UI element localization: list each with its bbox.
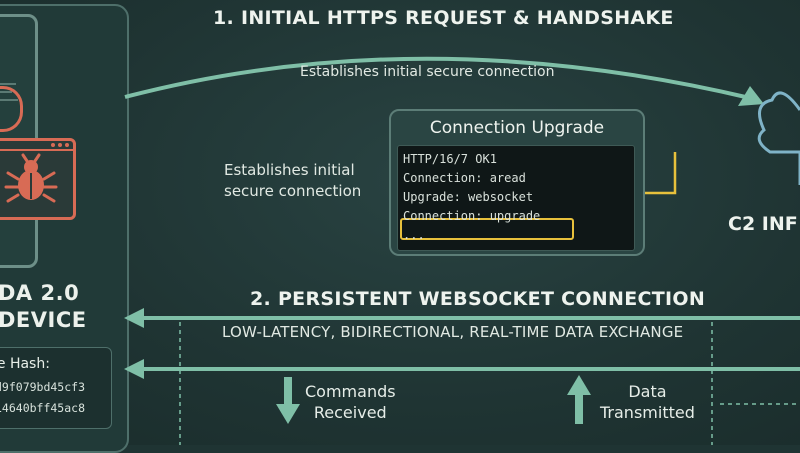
websocket-arrowhead-top (124, 308, 144, 328)
commands-received-line2: Received (313, 403, 387, 422)
malware-window (0, 138, 76, 220)
cloud-icon (757, 91, 800, 185)
c2-infrastructure-label: C2 INF (728, 213, 798, 235)
file-hash-box: le Hash: d9f079bd45cf3 14640bff45ac8 (0, 347, 112, 429)
arrow-down-icon (276, 377, 300, 424)
upgrade-side-caption-line2: secure connection (224, 182, 362, 200)
data-transmitted-line1: Data (628, 382, 667, 401)
step1-caption: Establishes initial secure connection (300, 64, 555, 80)
device-name: DA 2.0 DEVICE (0, 280, 87, 334)
hash-label: le Hash: (0, 356, 50, 372)
commands-received-label: Commands Received (305, 381, 396, 423)
commands-received-line1: Commands (305, 382, 396, 401)
device-name-line1: DA 2.0 (0, 281, 80, 305)
upgrade-side-caption-line1: Establishes initial (224, 161, 355, 179)
terminal-line: Connection: upgrade (403, 209, 541, 223)
connection-upgrade-box: Connection Upgrade HTTP/16/7 OK1 Connect… (389, 109, 645, 256)
data-transmitted-line2: Transmitted (600, 403, 695, 422)
upgrade-side-caption: Establishes initial secure connection (224, 160, 361, 202)
arrow-up-icon (567, 375, 591, 424)
terminal-line: HTTP/16/7 OK1 (403, 152, 497, 166)
bug-icon (4, 153, 58, 203)
terminal-line: ... (403, 228, 425, 242)
hash-value-line1: d9f079bd45cf3 (0, 380, 86, 394)
handshake-arrowhead (738, 86, 764, 106)
hash-value-line2: 14640bff45ac8 (0, 401, 86, 415)
http-terminal: HTTP/16/7 OK1 Connection: aread Upgrade:… (397, 145, 635, 251)
step2-caption: LOW-LATENCY, BIDIRECTIONAL, REAL-TIME DA… (222, 323, 684, 341)
upgrade-title: Connection Upgrade (429, 118, 605, 138)
handshake-arrow (124, 56, 751, 100)
device-name-line2: DEVICE (0, 308, 87, 332)
websocket-arrowhead-bottom (124, 359, 144, 379)
data-transmitted-label: Data Transmitted (600, 381, 695, 423)
upgrade-highlight (400, 218, 574, 240)
terminal-line: Connection: aread (403, 171, 526, 185)
step1-title: 1. INITIAL HTTPS REQUEST & HANDSHAKE (213, 7, 674, 29)
terminal-line: Upgrade: websocket (403, 190, 534, 204)
step2-title: 2. PERSISTENT WEBSOCKET CONNECTION (250, 288, 706, 310)
